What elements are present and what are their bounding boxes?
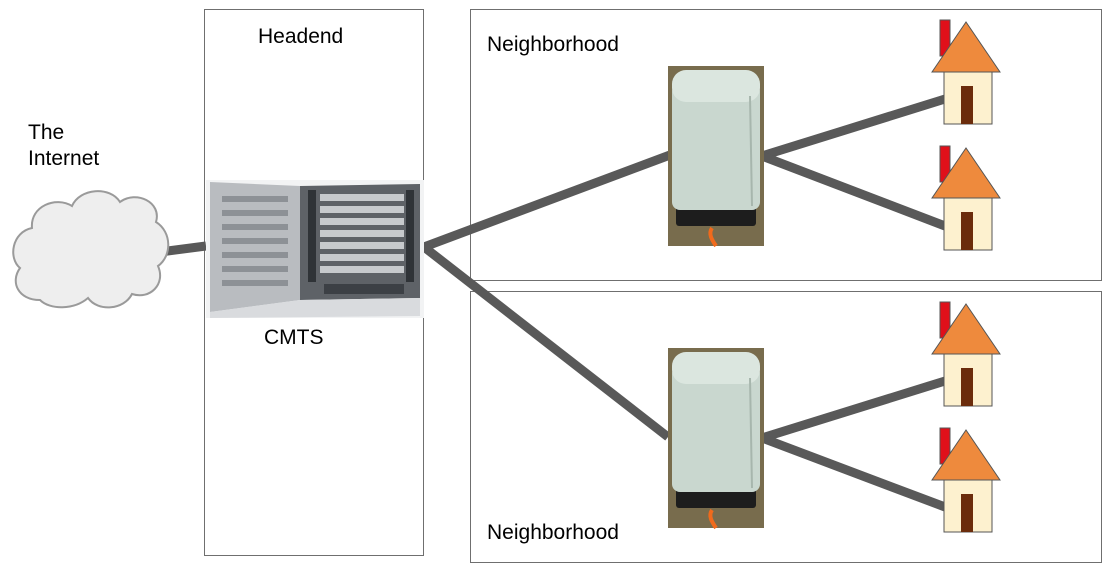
internet-label: The Internet (28, 120, 148, 173)
cable-node-bottom-to-house-4 (760, 433, 947, 512)
neighborhood-bottom-label: Neighborhood (487, 521, 619, 544)
cable-node-top-to-house-2 (760, 151, 947, 231)
internet-label-line-1: The (28, 121, 65, 144)
cmts-label: CMTS (264, 326, 324, 349)
cable-node-bottom-to-house-3 (760, 376, 947, 443)
headend-label: Headend (258, 25, 344, 48)
cables (159, 94, 947, 512)
house-icon (931, 19, 1001, 125)
house-icon (931, 427, 1001, 533)
house-icon (931, 301, 1001, 407)
cable-cmts-to-node-bottom (421, 243, 671, 441)
cmts-server-icon (206, 180, 424, 318)
house-icon (931, 145, 1001, 251)
cable-cmts-to-node-top (422, 150, 672, 252)
internet-label-line-2: Internet (28, 147, 100, 171)
cloud-icon (12, 190, 170, 309)
fiber-node-bottom (668, 348, 764, 530)
neighborhood-top-label: Neighborhood (487, 33, 619, 56)
fiber-node-top (668, 66, 764, 248)
cable-node-top-to-house-1 (760, 94, 947, 161)
